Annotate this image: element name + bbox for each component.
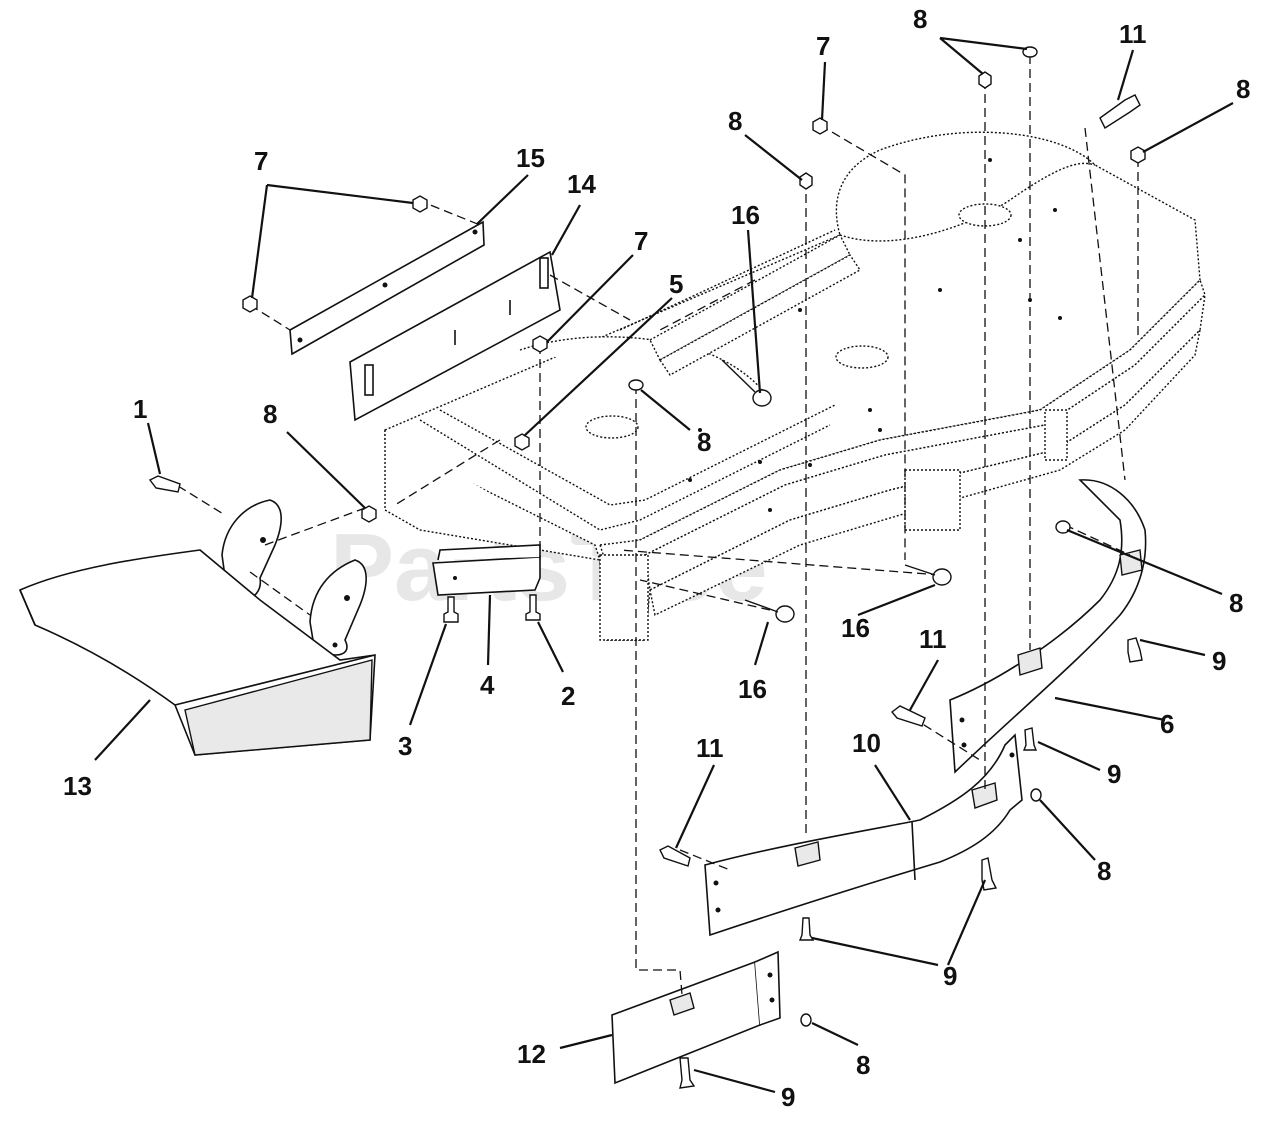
- callout-16: 16: [841, 613, 870, 643]
- callout-9: 9: [1212, 646, 1226, 676]
- bolt-11b: [890, 705, 926, 727]
- front-baffle-10: [704, 733, 1023, 937]
- rear-baffle-plate-14: [349, 250, 561, 422]
- callout-4: 4: [480, 670, 495, 700]
- callout-3: 3: [398, 731, 412, 761]
- spindle-opening-right: [958, 203, 1012, 227]
- nut-8j: [800, 1013, 812, 1027]
- callout-16: 16: [731, 200, 760, 230]
- callout-6: 6: [1160, 709, 1174, 739]
- spindle-opening-left: [585, 415, 639, 439]
- bolt-2: [525, 594, 541, 621]
- callout-12: 12: [517, 1039, 546, 1069]
- hardware: [148, 46, 1146, 1089]
- chute-bracket-right: [309, 559, 367, 656]
- nut-7d: [812, 117, 828, 135]
- nut-7c: [532, 335, 548, 353]
- bolt-9b: [1022, 727, 1038, 751]
- callout-16: 16: [738, 674, 767, 704]
- bolt-16b: [932, 568, 952, 586]
- callout-8: 8: [697, 427, 711, 457]
- nut-7a: [412, 195, 428, 213]
- callout-15: 15: [516, 143, 545, 173]
- callout-11: 11: [696, 733, 724, 763]
- bolt-3: [443, 596, 459, 623]
- callout-10: 10: [852, 728, 881, 758]
- nut-8i: [1030, 788, 1042, 802]
- callout-8: 8: [1097, 856, 1111, 886]
- callout-9: 9: [943, 961, 957, 991]
- callout-7: 7: [816, 31, 830, 61]
- callout-8: 8: [728, 106, 742, 136]
- callout-1: 1: [133, 394, 147, 424]
- bolt-9c: [981, 857, 998, 891]
- callout-5: 5: [669, 269, 683, 299]
- nut-8f: [361, 505, 377, 523]
- callout-7: 7: [254, 146, 268, 176]
- side-plate: [599, 554, 649, 641]
- bolt-9d: [798, 917, 815, 941]
- nut-8c: [978, 71, 992, 89]
- bolt-9e: [679, 1057, 696, 1089]
- spacer-bracket-4: [432, 544, 541, 596]
- discharge-chute-13: [18, 549, 376, 756]
- bolt-11c: [659, 845, 691, 867]
- callout-8: 8: [856, 1050, 870, 1080]
- leader-lines: [94, 36, 1234, 1094]
- callout-7: 7: [634, 226, 648, 256]
- callout-2: 2: [561, 681, 575, 711]
- nut-8g: [628, 379, 644, 391]
- callouts: 1 2 3 4 5 6 7 7 7 8 8 8 8 8 8 8 8 9 9 9 …: [63, 4, 1250, 1112]
- nut-8b: [1130, 146, 1146, 164]
- bolt-16a: [752, 389, 772, 407]
- guard-bracket-12: [611, 950, 781, 1085]
- bolt-9a: [1127, 637, 1143, 663]
- callout-8: 8: [913, 4, 927, 34]
- nut-8a: [799, 172, 813, 190]
- callout-13: 13: [63, 771, 92, 801]
- assembly-lines: [177, 55, 1139, 996]
- callout-9: 9: [1107, 759, 1121, 789]
- callout-8: 8: [1236, 74, 1250, 104]
- nut-7b: [242, 295, 258, 313]
- bolt-16c: [775, 605, 795, 623]
- callout-11: 11: [919, 624, 947, 654]
- nut-8e: [514, 433, 530, 451]
- callout-8: 8: [263, 399, 277, 429]
- spindle-opening-center: [835, 345, 889, 369]
- callout-9: 9: [781, 1082, 795, 1112]
- rear-baffle-plate-15: [289, 220, 485, 356]
- bolt-1: [148, 475, 181, 493]
- callout-14: 14: [567, 169, 596, 199]
- bolt-11a: [1099, 94, 1141, 130]
- nut-8h: [1055, 520, 1071, 534]
- right-baffle-6: [949, 479, 1147, 774]
- callout-11: 11: [1119, 19, 1147, 49]
- mower-deck-housing: [384, 131, 1206, 641]
- callout-8: 8: [1229, 588, 1243, 618]
